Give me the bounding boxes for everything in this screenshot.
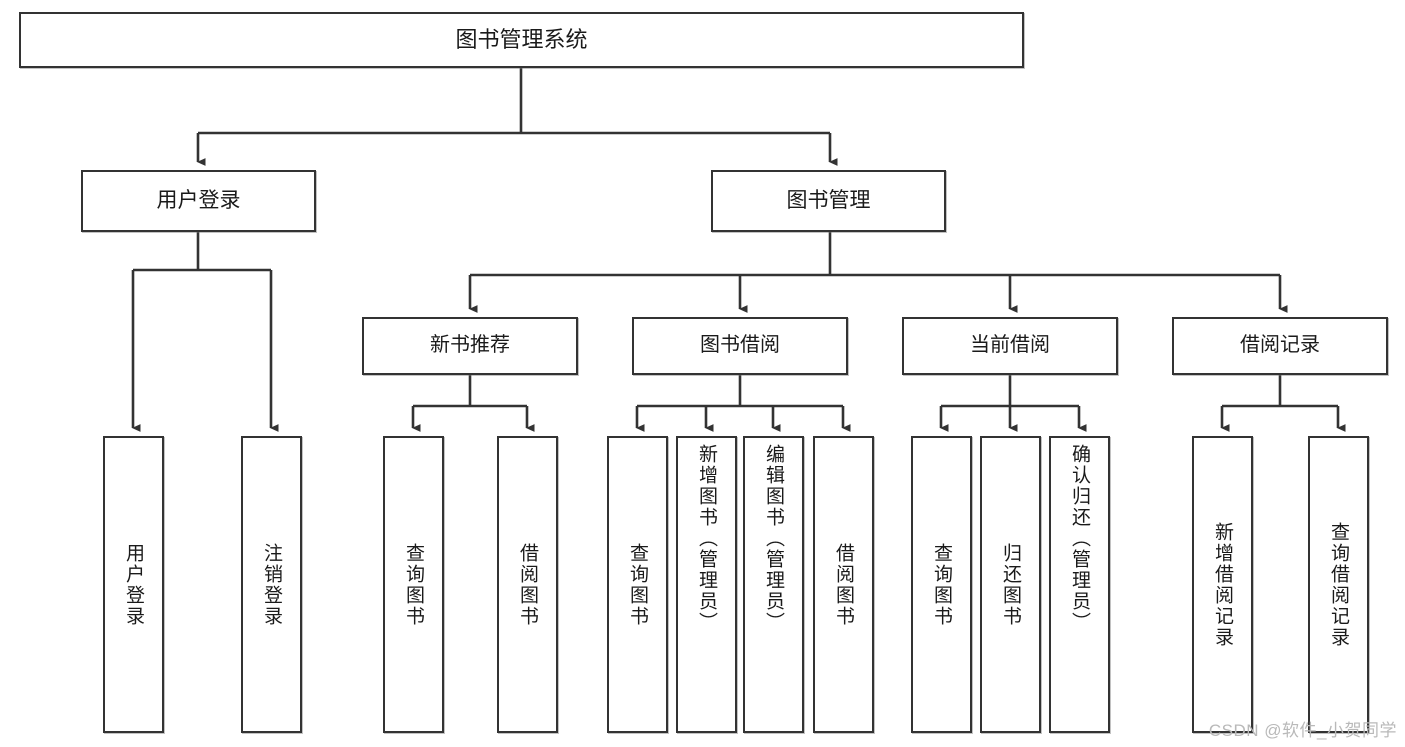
node-leaf-confirm-return[interactable]: 确认归还（管理员） [1049, 436, 1110, 733]
node-root-label: 图书管理系统 [455, 27, 588, 53]
node-leaf-user-login[interactable]: 用户登录 [103, 436, 164, 733]
node-borrow-record-label: 借阅记录 [1240, 334, 1320, 357]
node-leaf-query-book-2[interactable]: 查询图书 [607, 436, 668, 733]
node-current-borrow-label: 当前借阅 [970, 334, 1050, 357]
node-leaf-add-record[interactable]: 新增借阅记录 [1192, 436, 1253, 733]
node-leaf-return-book[interactable]: 归还图书 [980, 436, 1041, 733]
node-leaf-borrow-book-2[interactable]: 借阅图书 [813, 436, 874, 733]
node-book-borrow[interactable]: 图书借阅 [632, 317, 848, 375]
node-leaf-edit-book-label: 编辑图书（管理员） [763, 444, 784, 633]
node-leaf-confirm-return-label: 确认归还（管理员） [1069, 444, 1090, 633]
node-book-manage-label: 图书管理 [786, 188, 871, 212]
node-user-login[interactable]: 用户登录 [81, 170, 316, 232]
node-leaf-add-book-label: 新增图书（管理员） [696, 444, 717, 633]
node-leaf-add-book[interactable]: 新增图书（管理员） [676, 436, 737, 733]
node-leaf-query-book-3-label: 查询图书 [931, 542, 952, 627]
node-borrow-record[interactable]: 借阅记录 [1172, 317, 1388, 375]
node-leaf-query-record-label: 查询借阅记录 [1328, 521, 1349, 648]
node-leaf-borrow-book-1-label: 借阅图书 [517, 542, 538, 627]
node-book-manage[interactable]: 图书管理 [711, 170, 946, 232]
node-leaf-return-book-label: 归还图书 [1000, 542, 1021, 627]
node-new-book-rec-label: 新书推荐 [430, 334, 510, 357]
node-leaf-borrow-book-2-label: 借阅图书 [833, 542, 854, 627]
node-leaf-add-record-label: 新增借阅记录 [1212, 521, 1233, 648]
node-book-borrow-label: 图书借阅 [700, 334, 780, 357]
node-new-book-rec[interactable]: 新书推荐 [362, 317, 578, 375]
node-leaf-query-book-1[interactable]: 查询图书 [383, 436, 444, 733]
node-root[interactable]: 图书管理系统 [19, 12, 1024, 68]
node-leaf-query-book-2-label: 查询图书 [627, 542, 648, 627]
node-leaf-user-login-label: 用户登录 [123, 542, 144, 627]
node-leaf-query-record[interactable]: 查询借阅记录 [1308, 436, 1369, 733]
node-leaf-logout-label: 注销登录 [261, 542, 282, 627]
node-leaf-query-book-3[interactable]: 查询图书 [911, 436, 972, 733]
node-user-login-label: 用户登录 [156, 188, 241, 212]
node-leaf-borrow-book-1[interactable]: 借阅图书 [497, 436, 558, 733]
node-leaf-edit-book[interactable]: 编辑图书（管理员） [743, 436, 804, 733]
csdn-watermark: CSDN @软件_小贺同学 [1208, 721, 1397, 740]
node-leaf-query-book-1-label: 查询图书 [403, 542, 424, 627]
node-current-borrow[interactable]: 当前借阅 [902, 317, 1118, 375]
node-leaf-logout[interactable]: 注销登录 [241, 436, 302, 733]
